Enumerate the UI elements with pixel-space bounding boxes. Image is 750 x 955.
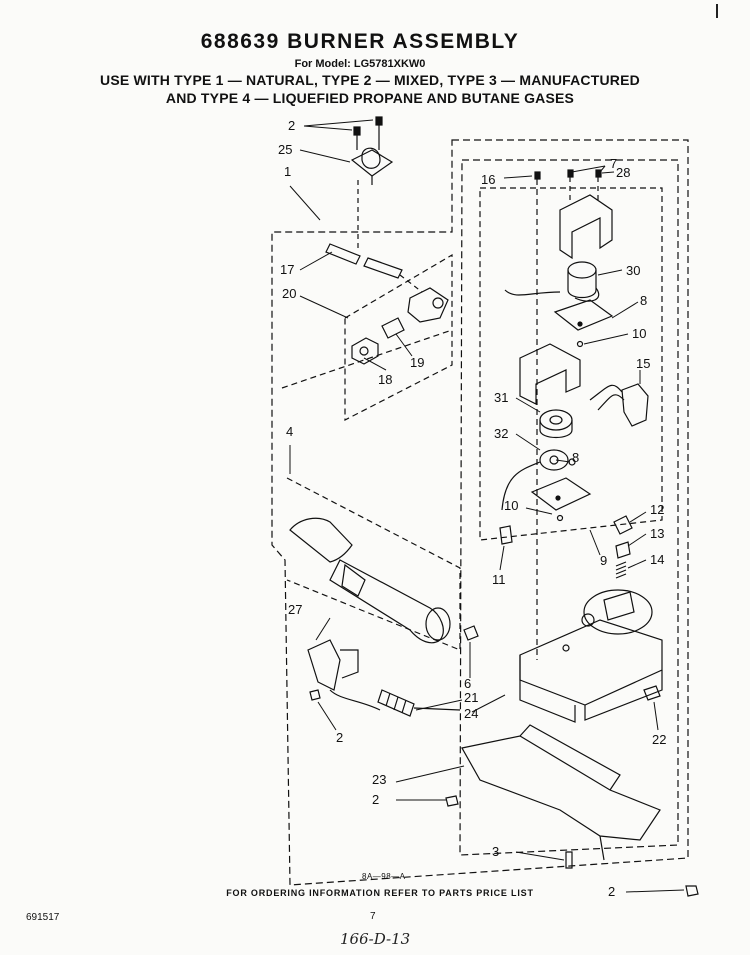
nut-6 xyxy=(463,625,479,641)
label-part-2-left: 2 xyxy=(336,730,344,745)
plate-8-top xyxy=(553,299,614,331)
label-part-6: 6 xyxy=(464,676,472,691)
label-part-22: 22 xyxy=(652,732,667,747)
leader-lines xyxy=(289,119,685,893)
right-screws xyxy=(534,169,602,660)
outer-frame xyxy=(271,139,689,886)
tubes-17 xyxy=(325,243,403,279)
gas-type-note-line-2: AND TYPE 4 — LIQUEFIED PROPANE AND BUTAN… xyxy=(165,90,575,106)
gas-valve-body xyxy=(519,589,663,723)
label-part-7: 7 xyxy=(610,156,618,171)
label-part-9: 9 xyxy=(600,553,608,568)
label-part-16: 16 xyxy=(481,172,496,187)
label-part-31: 31 xyxy=(494,390,509,405)
label-part-13: 13 xyxy=(650,526,665,541)
coil-31 xyxy=(539,409,573,439)
inner-frame xyxy=(459,159,679,856)
label-part-20: 20 xyxy=(282,286,297,301)
label-part-32: 32 xyxy=(494,426,509,441)
label-part-24: 24 xyxy=(464,706,479,721)
orifice-fitting-19 xyxy=(381,317,405,339)
nut-18 xyxy=(351,337,379,365)
label-part-2-right: 2 xyxy=(608,884,616,899)
gas-type-note-line-1: USE WITH TYPE 1 — NATURAL, TYPE 2 — MIXE… xyxy=(100,72,640,88)
bracket-25 xyxy=(350,147,394,185)
page-title: 688639 BURNER ASSEMBLY xyxy=(200,30,520,53)
label-part-18: 18 xyxy=(378,372,393,387)
orifice-box xyxy=(344,253,453,421)
bracket-upper xyxy=(559,194,613,260)
fitting-22 xyxy=(643,685,661,701)
bracket-23 xyxy=(461,724,661,861)
label-part-21: 21 xyxy=(464,690,479,705)
label-part-11: 11 xyxy=(492,572,506,587)
screw-2-right xyxy=(685,885,699,897)
label-part-10-mid: 10 xyxy=(504,498,519,513)
burner-box xyxy=(286,477,461,651)
model-number: For Model: LG5781XKW0 xyxy=(294,58,426,70)
label-part-27: 27 xyxy=(288,602,303,617)
screw-3 xyxy=(565,851,573,869)
scan-mark xyxy=(716,4,718,18)
wire-plug-15 xyxy=(589,383,649,427)
label-part-25: 25 xyxy=(278,142,293,157)
plate-8-mid xyxy=(530,477,592,511)
label-part-2-bottom: 2 xyxy=(372,792,380,807)
handwritten-note: 166-D-13 xyxy=(340,930,411,948)
label-part-17: 17 xyxy=(280,262,295,277)
label-part-30: 30 xyxy=(626,263,641,278)
igniter-27 xyxy=(307,639,381,711)
screw-2-bottom xyxy=(445,795,459,807)
label-part-2-top: 2 xyxy=(288,118,296,133)
valve-fitting-20 xyxy=(407,287,449,323)
label-part-8-top: 8 xyxy=(640,293,648,308)
label-part-10-top: 10 xyxy=(632,326,647,341)
page-number: 7 xyxy=(370,911,376,922)
top-screws xyxy=(353,116,383,150)
label-part-12: 12 xyxy=(650,502,665,517)
label-part-14: 14 xyxy=(650,552,665,567)
ordering-note: FOR ORDERING INFORMATION REFER TO PARTS … xyxy=(226,888,534,898)
fitting-11 xyxy=(499,525,513,545)
label-part-8-mid: 8 xyxy=(572,450,580,465)
label-part-1: 1 xyxy=(284,164,292,179)
label-part-19: 19 xyxy=(410,355,425,370)
document-number: 691517 xyxy=(26,912,60,923)
inner-subframe xyxy=(479,187,663,541)
coil-30 xyxy=(504,261,600,302)
burner-tube xyxy=(289,517,451,644)
bracket-mid xyxy=(519,343,581,405)
label-part-4: 4 xyxy=(286,424,294,439)
label-part-23: 23 xyxy=(372,772,387,787)
screw-2-left xyxy=(309,689,321,701)
label-part-28: 28 xyxy=(616,165,631,180)
label-part-3: 3 xyxy=(492,844,500,859)
figure-code: 8A—98—A xyxy=(362,872,406,881)
label-part-15: 15 xyxy=(636,356,651,371)
plunger-12-14 xyxy=(613,515,633,579)
